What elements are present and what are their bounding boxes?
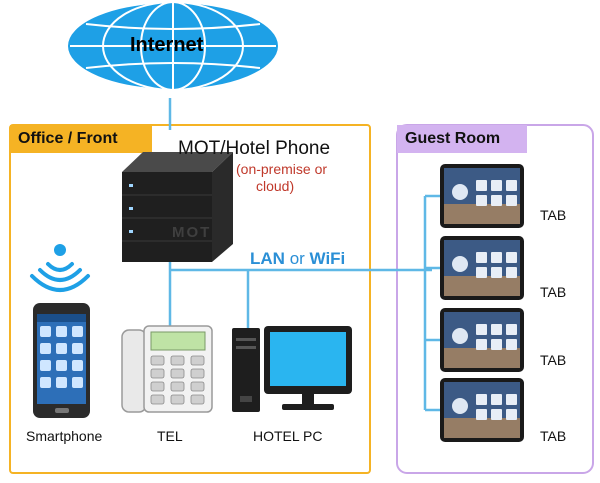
network-or: or xyxy=(289,249,305,268)
desk-phone-icon xyxy=(121,325,213,413)
server-subtitle-line1: (on-premise or xyxy=(236,161,328,177)
office-title: Office / Front xyxy=(18,130,118,147)
server-brand-logo: MOT xyxy=(172,224,212,241)
pc-caption: HOTEL PC xyxy=(253,428,323,444)
wifi-signal-icon xyxy=(30,244,90,292)
tablet-label: TAB xyxy=(540,428,567,444)
smartphone-icon xyxy=(33,303,90,418)
network-wifi: WiFi xyxy=(309,249,346,268)
server-subtitle-line2: cloud) xyxy=(256,178,295,194)
internet-label: Internet xyxy=(130,34,204,56)
office-title-bg xyxy=(10,125,152,153)
office-box xyxy=(9,124,371,474)
server-title: MOT/Hotel Phone xyxy=(178,138,331,159)
network-lan: LAN xyxy=(250,249,285,268)
mot-server-icon xyxy=(122,152,233,262)
tablet-icons xyxy=(440,164,524,442)
smartphone-caption: Smartphone xyxy=(26,428,103,444)
internet-globe-icon xyxy=(66,1,280,91)
tablet-label: TAB xyxy=(540,207,567,223)
desktop-pc-icon xyxy=(232,326,352,412)
network-lines xyxy=(168,98,440,412)
guest-title-bg xyxy=(397,125,527,153)
tablet-label: TAB xyxy=(540,352,567,368)
tel-caption: TEL xyxy=(157,428,183,444)
guest-title: Guest Room xyxy=(405,130,501,147)
network-label: LAN or WiFi xyxy=(250,249,345,269)
tablet-label: TAB xyxy=(540,284,567,300)
